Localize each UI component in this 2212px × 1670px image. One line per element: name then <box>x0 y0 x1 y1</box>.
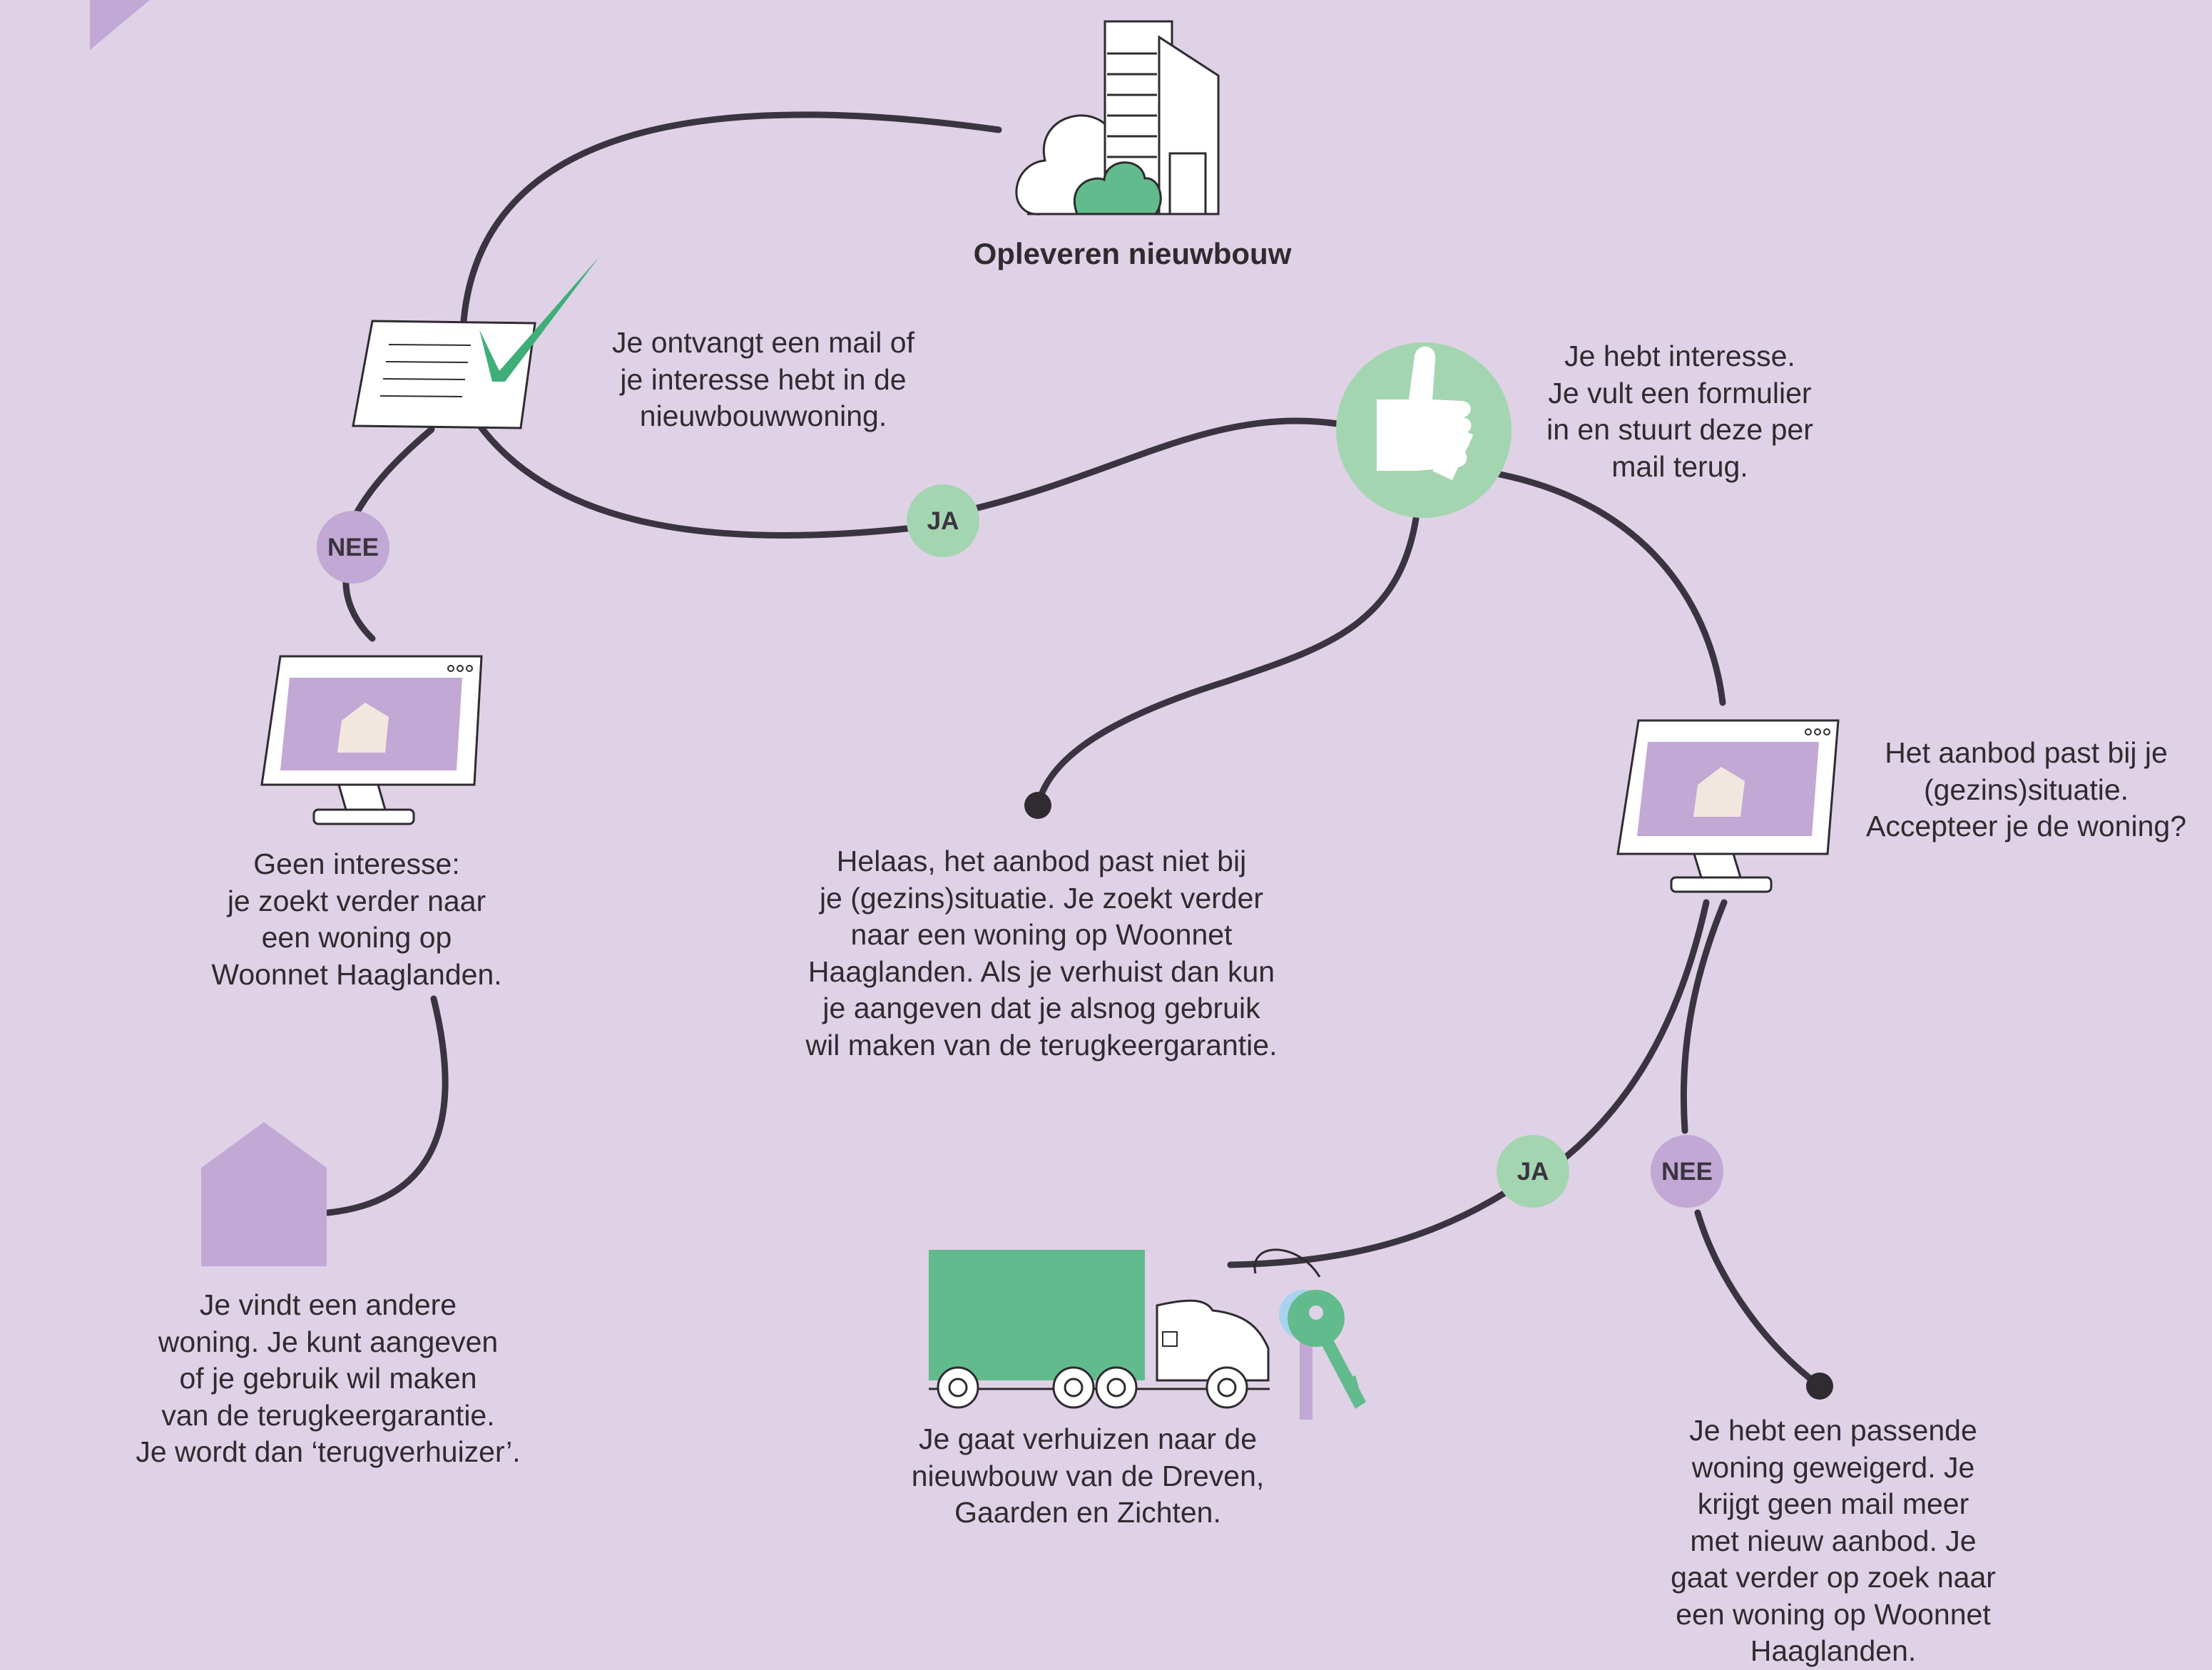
house-icon <box>201 1122 327 1266</box>
connector-mail-to-ja <box>476 422 917 539</box>
connector-interest-to-monitor <box>1497 471 1726 706</box>
connector-lines <box>325 111 1823 1389</box>
truck-icon <box>929 1250 1270 1409</box>
connector-geen-to-house <box>325 995 449 1216</box>
end-dot-geweigerd <box>1806 1373 1833 1400</box>
step-geen-interesse-text: Geen interesse: je zoekt verder naar een… <box>211 847 502 991</box>
connector-mail-to-nee <box>350 426 435 523</box>
badge-nee-2-label: NEE <box>1661 1158 1713 1186</box>
corner-decoration <box>90 0 150 50</box>
connector-interest-to-helaas <box>1034 515 1420 810</box>
connector-monitor-to-ja <box>1555 899 1710 1166</box>
badge-nee-1: NEE <box>317 511 389 584</box>
end-dot-helaas <box>1024 792 1051 819</box>
step-geweigerd-text: Je hebt een passende woning geweigerd. J… <box>1671 1414 1996 1667</box>
document-check-icon <box>352 257 599 429</box>
step-aanbod-past-text: Het aanbod past bij je (gezins)situatie.… <box>1865 736 2187 842</box>
step-opleveren-title: Opleveren nieuwbouw <box>973 237 1292 270</box>
step-helaas-text: Helaas, het aanbod past niet bij je (gez… <box>805 845 1278 1061</box>
connector-nee-to-monitor <box>342 576 376 642</box>
connector-ja-to-truck <box>1227 1189 1509 1268</box>
keys-icon <box>1253 1248 1366 1420</box>
step-mail-text: Je ontvangt een mail of je interesse heb… <box>612 326 914 432</box>
monitor-house-icon-right <box>1616 719 1840 893</box>
connector-building-to-mail <box>460 111 1002 325</box>
step-andere-woning-text: Je vindt een andere woning. Je kunt aang… <box>136 1288 521 1468</box>
badge-ja-2-label: JA <box>1517 1158 1549 1186</box>
monitor-house-icon-left <box>260 655 483 825</box>
badge-ja-1: JA <box>907 484 979 557</box>
step-verhuizen-text: Je gaat verhuizen naar de nieuwbouw van … <box>911 1422 1265 1529</box>
badge-nee-1-label: NEE <box>327 534 379 561</box>
connector-monitor-to-nee <box>1680 899 1728 1134</box>
building-icon <box>1015 20 1220 215</box>
step-interesse-text: Je hebt interesse. Je vult een formulier… <box>1546 340 1813 483</box>
thumbs-up-icon <box>1336 342 1512 518</box>
connector-ja-to-interest <box>974 417 1341 511</box>
connector-nee-to-geweigerd <box>1694 1209 1823 1389</box>
badge-nee-2: NEE <box>1651 1135 1723 1208</box>
badge-ja-2: JA <box>1497 1135 1569 1208</box>
badge-ja-1-label: JA <box>927 507 959 535</box>
